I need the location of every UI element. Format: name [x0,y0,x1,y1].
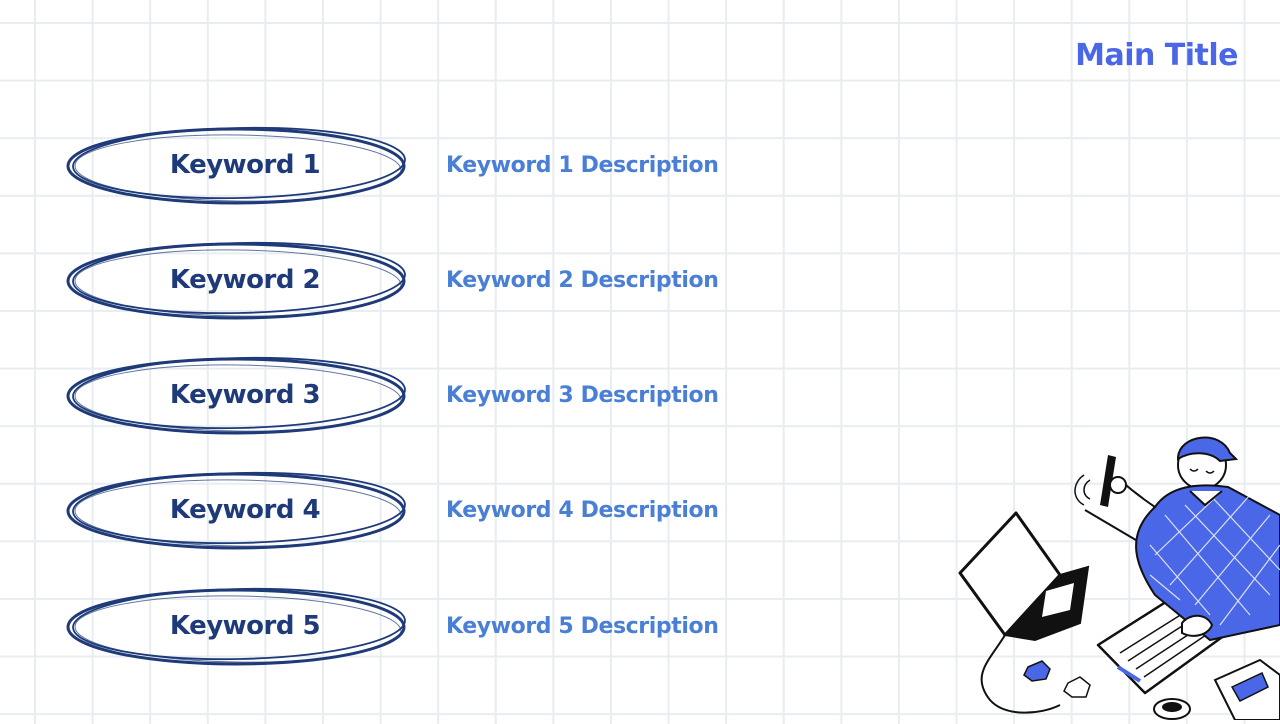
keyword-label: Keyword 2 [169,265,321,295]
keyword-label: Keyword 5 [169,611,321,641]
person-working-illustration [950,425,1280,721]
keyword-description: Keyword 5 Description [446,613,719,639]
keyword-oval: Keyword 2 [64,237,412,323]
keyword-oval: Keyword 3 [64,352,412,438]
keyword-description: Keyword 1 Description [446,152,719,178]
sketch-oval-icon [66,126,406,205]
sketch-oval-icon [66,587,406,666]
keyword-description: Keyword 3 Description [446,382,719,408]
keyword-row: Keyword 3 Keyword 3 Description [64,352,784,438]
keyword-description: Keyword 4 Description [446,497,719,523]
keyword-oval: Keyword 4 [64,467,412,553]
keyword-oval: Keyword 1 [64,122,412,208]
keyword-label: Keyword 1 [169,150,321,180]
keyword-row: Keyword 1 Keyword 1 Description [64,122,784,208]
person-working-at-desk-icon [958,436,1280,721]
page-title: Main Title [1075,38,1238,73]
keyword-description: Keyword 2 Description [446,267,719,293]
sketch-oval-icon [66,356,406,435]
sketch-oval-icon [66,471,406,550]
keyword-row: Keyword 5 Keyword 5 Description [64,583,784,669]
keyword-row: Keyword 4 Keyword 4 Description [64,467,784,553]
sketch-oval-icon [66,241,406,320]
keyword-row: Keyword 2 Keyword 2 Description [64,237,784,323]
keyword-label: Keyword 3 [169,380,321,410]
keyword-label: Keyword 4 [169,495,321,525]
keyword-oval: Keyword 5 [64,583,412,669]
